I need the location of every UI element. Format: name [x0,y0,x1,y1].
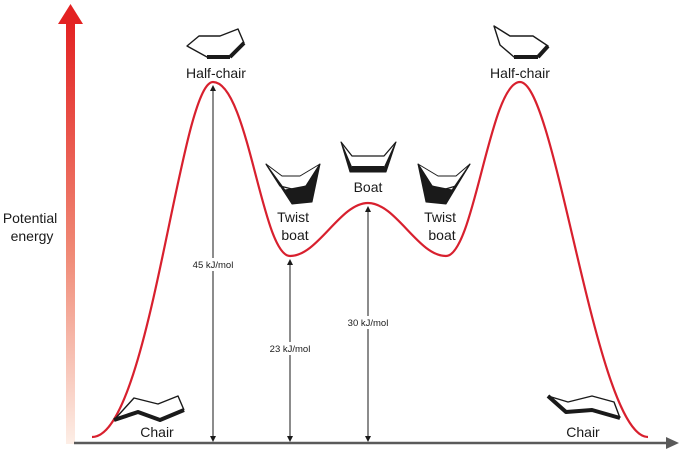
twist-boat-right-molecule-icon [417,163,471,205]
half-chair-right-molecule-icon [493,25,550,59]
chair-right-label: Chair [566,424,600,440]
half-chair-energy-label: 45 kJ/mol [193,260,234,271]
twist-boat-left-molecule-icon [265,163,321,205]
y-axis-label: Potential energy [3,210,61,244]
twist-boat-left-label: Twist boat [277,209,313,243]
chair-left-molecule-icon [113,395,185,422]
y-axis-label-line1: Potential [3,210,57,226]
half-chair-left-label: Half-chair [186,65,246,81]
half-chair-right-label: Half-chair [490,65,550,81]
y-axis-label-line2: energy [11,228,54,244]
energy-curve [91,80,649,439]
boat-molecule-icon [340,141,397,173]
chair-right-molecule-icon [546,394,621,420]
boat-energy-label: 30 kJ/mol [348,318,389,329]
boat-label: Boat [354,179,383,195]
twist-boat-energy-label: 23 kJ/mol [270,344,311,355]
x-axis-line [74,437,679,449]
half-chair-left-molecule-icon [186,28,246,59]
y-axis-arrow [58,4,83,444]
twist-boat-right-label: Twist boat [424,209,460,243]
chair-left-label: Chair [140,424,174,440]
